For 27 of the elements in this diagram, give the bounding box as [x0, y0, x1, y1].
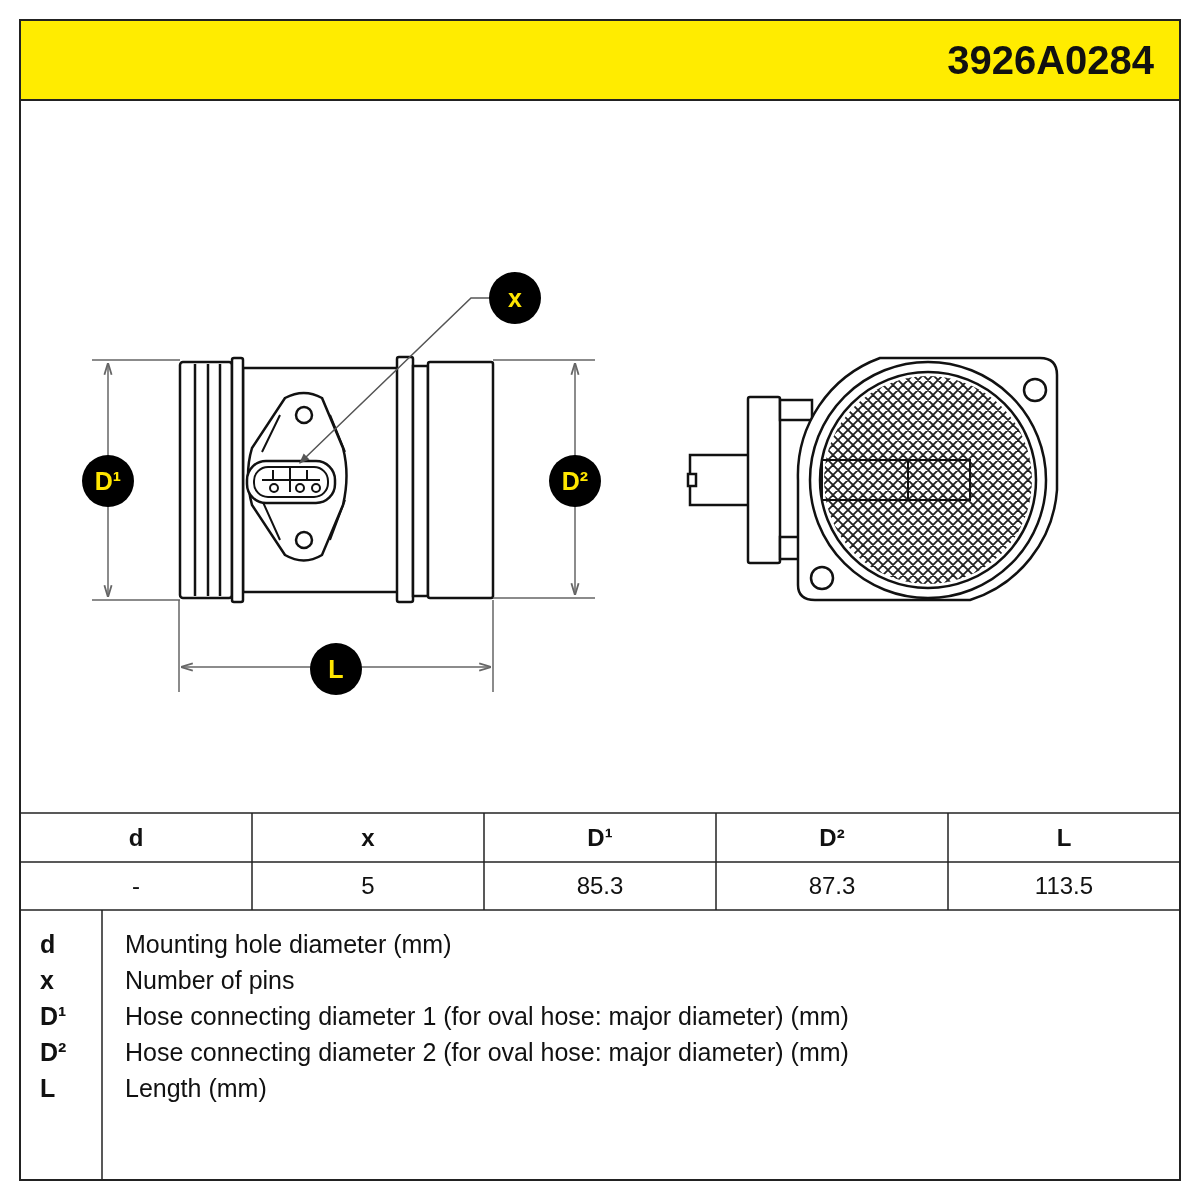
key-symbol: x	[40, 966, 54, 995]
key-description: Length (mm)	[125, 1074, 267, 1103]
callout-label: D²	[549, 455, 601, 507]
table-value: 85.3	[575, 871, 625, 901]
table-header: D²	[818, 823, 846, 853]
key-description: Mounting hole diameter (mm)	[125, 930, 452, 959]
table-header: x	[360, 823, 376, 853]
callout-label: L	[310, 643, 362, 695]
table-header: d	[127, 823, 145, 853]
key-description: Hose connecting diameter 1 (for oval hose: major diameter) (mm)	[125, 1002, 849, 1031]
table-value: -	[131, 871, 141, 901]
table-value: 87.3	[807, 871, 857, 901]
table-value: 113.5	[1033, 871, 1095, 901]
table-value: 5	[360, 871, 376, 901]
table-header: L	[1055, 823, 1073, 853]
table-header: D¹	[586, 823, 614, 853]
key-symbol: L	[40, 1074, 56, 1103]
key-symbol: D²	[40, 1038, 67, 1067]
key-description: Hose connecting diameter 2 (for oval hose: major diameter) (mm)	[125, 1038, 849, 1067]
callout-label: D¹	[82, 455, 134, 507]
key-symbol: D¹	[40, 1002, 67, 1031]
key-description: Number of pins	[125, 966, 295, 995]
part-number: 3926A0284	[947, 38, 1154, 83]
callout-number: x	[489, 272, 541, 324]
key-symbol: d	[40, 930, 56, 959]
connector-plug-drawing	[245, 459, 337, 505]
leader-line	[299, 297, 490, 464]
